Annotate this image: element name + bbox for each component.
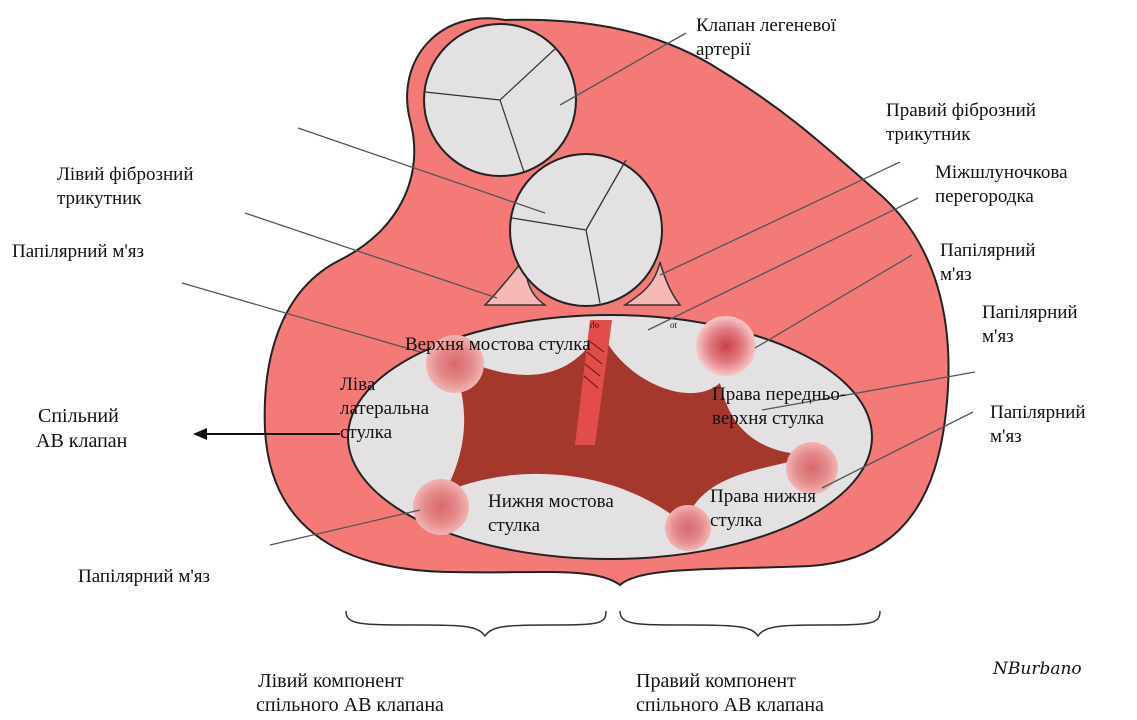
label-papillary-bottom: Папілярний м'яз (78, 566, 210, 587)
label-papillary-left-upper: Папілярний м'яз (12, 241, 144, 262)
label-papillary-right-3: Папілярний м'яз (990, 402, 1090, 447)
aortic-valve (510, 154, 662, 306)
right-component-brace (620, 611, 880, 636)
label-right-component: Правий компонент спільного АВ клапана (636, 670, 824, 715)
left-component-brace (346, 611, 606, 636)
papillary-muscle-bottom (665, 505, 711, 551)
papillary-muscle-left-lower (413, 479, 469, 535)
label-superior-bridging-leaflet: Верхня мостова стулка (405, 334, 591, 355)
pulmonary-valve (424, 24, 576, 176)
label-right-fibrous-trigone: Правий фіброзний трикутник (886, 100, 1041, 145)
label-common-av-valve: Спільний АВ клапан (36, 405, 128, 452)
papillary-muscle-right-upper (696, 316, 756, 376)
small-label-do: do (590, 320, 600, 330)
label-papillary-right-2: Папілярний м'яз (982, 302, 1082, 347)
label-pulmonary-valve: Клапан легеневої артерії (696, 15, 841, 60)
label-interventricular-septum: Міжшлуночкова перегородка (935, 162, 1072, 207)
label-left-component: Лівий компонент спільного АВ клапана (256, 670, 444, 715)
label-left-fibrous-trigone: Лівий фіброзний трикутник (57, 164, 198, 209)
small-label-ot: ot (670, 320, 678, 330)
label-papillary-right-1: Папілярний м'яз (940, 240, 1040, 285)
author-signature: NBurbano (992, 659, 1082, 679)
